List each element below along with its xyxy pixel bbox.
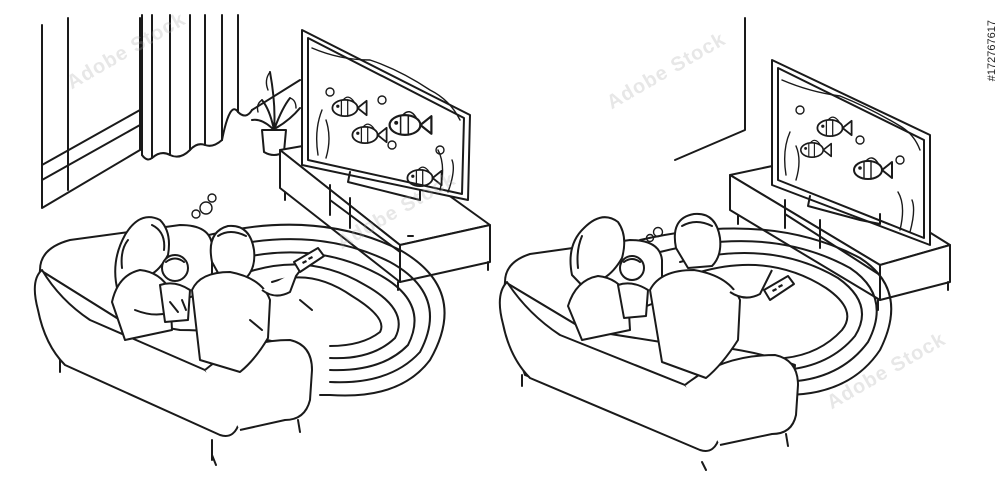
television — [301, 29, 471, 201]
aquarium-screen-right — [781, 79, 921, 233]
thought-bubbles — [191, 193, 217, 219]
left-scene — [33, 14, 491, 466]
wall-edge-right — [674, 17, 746, 161]
right-scene — [498, 17, 951, 471]
stock-id: #172767617 — [986, 20, 998, 82]
mother-right — [567, 216, 631, 341]
round-rug-right — [639, 227, 893, 396]
aquarium-screen — [311, 47, 461, 193]
wall-edge — [251, 79, 301, 111]
potted-plant — [251, 71, 301, 156]
father-right — [649, 212, 795, 379]
baby — [159, 254, 191, 323]
television-right — [771, 59, 931, 246]
thought-bubbles-right — [645, 226, 664, 243]
baby-right — [617, 255, 649, 319]
curtain — [141, 14, 253, 161]
sofa-right — [498, 239, 799, 471]
remote-control — [293, 247, 325, 273]
father — [191, 224, 325, 373]
remote-control-right — [763, 275, 795, 301]
mother — [111, 216, 181, 341]
window — [41, 17, 141, 209]
